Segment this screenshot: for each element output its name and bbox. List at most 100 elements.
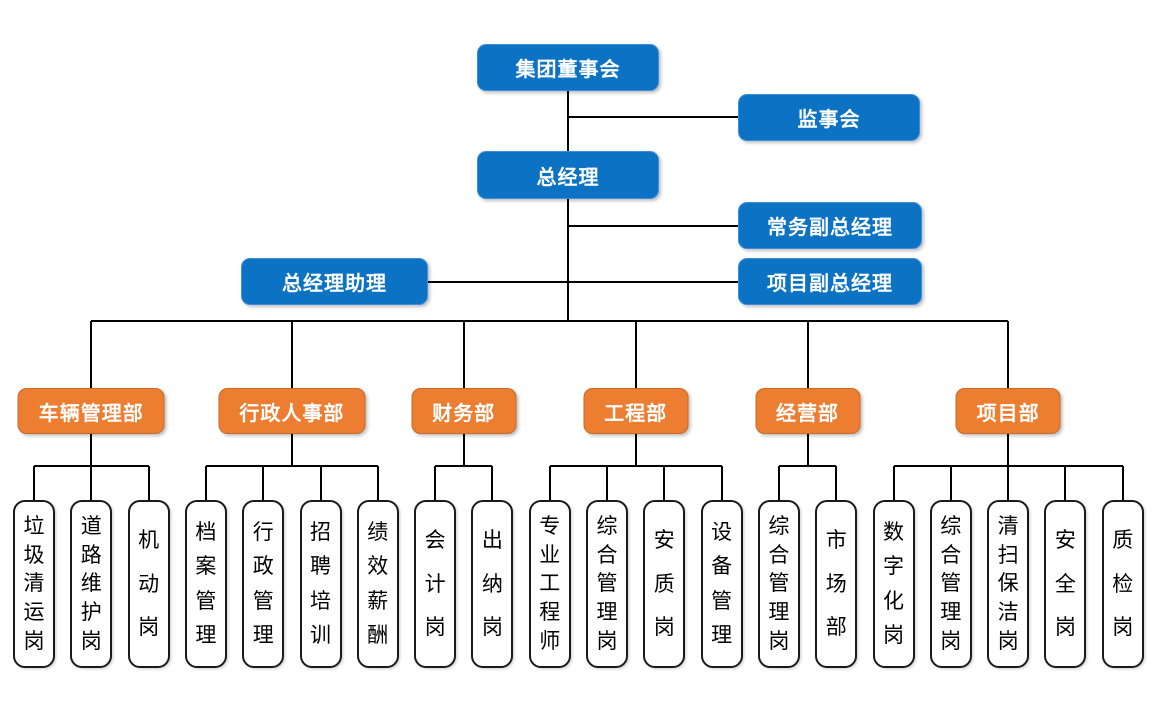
position-char: 案 <box>195 555 217 579</box>
connector <box>835 466 838 500</box>
position-char: 洁 <box>997 601 1019 625</box>
connector <box>435 465 493 467</box>
position-char: 聘 <box>310 555 331 579</box>
connector <box>949 466 952 500</box>
position-char: 程 <box>539 601 561 625</box>
position-char: 业 <box>539 543 561 567</box>
position-char: 出 <box>481 529 503 553</box>
position-char: 化 <box>883 589 904 613</box>
connector <box>806 434 809 466</box>
position-char: 专 <box>539 514 561 538</box>
dept-node-2: 行政人事部 <box>218 388 366 434</box>
position-char: 岗 <box>138 615 160 639</box>
position-node: 行政管理 <box>242 500 285 668</box>
position-char: 部 <box>825 615 847 639</box>
position-char: 路 <box>80 543 102 567</box>
dept-node-3: 财务部 <box>411 388 517 434</box>
position-char: 档 <box>195 520 217 544</box>
position-char: 招 <box>310 520 331 544</box>
position-char: 岗 <box>653 615 675 639</box>
connector <box>634 321 637 388</box>
connector <box>568 225 738 227</box>
position-char: 管 <box>940 572 962 596</box>
node-supervisory-board: 监事会 <box>738 94 920 141</box>
position-char: 绩 <box>367 520 389 544</box>
position-char: 清 <box>997 514 1019 538</box>
connector <box>1121 466 1124 500</box>
position-char: 岗 <box>940 630 962 654</box>
position-char: 合 <box>596 543 618 567</box>
connector <box>462 434 465 466</box>
position-char: 市 <box>825 529 847 553</box>
connector <box>1007 434 1010 466</box>
position-node: 市场部 <box>815 500 858 668</box>
position-char: 岗 <box>481 615 503 639</box>
connector <box>90 466 93 500</box>
dept-node-4: 工程部 <box>583 388 689 434</box>
position-char: 全 <box>1054 572 1076 596</box>
connector <box>634 434 637 466</box>
connector <box>806 321 809 388</box>
position-char: 岗 <box>424 615 446 639</box>
dept-node-6: 项目部 <box>955 388 1061 434</box>
position-char: 护 <box>80 601 102 625</box>
node-board: 集团董事会 <box>477 44 659 91</box>
node-gm-assistant: 总经理助理 <box>241 258 428 305</box>
position-char: 理 <box>252 624 274 648</box>
position-char: 综 <box>596 514 618 538</box>
position-char: 酬 <box>367 624 389 648</box>
node-executive-deputy-gm: 常务副总经理 <box>738 202 922 249</box>
position-char: 效 <box>367 555 389 579</box>
position-node: 绩效薪酬 <box>356 500 399 668</box>
connector <box>462 321 465 388</box>
position-char: 设 <box>711 520 733 544</box>
position-char: 综 <box>940 514 962 538</box>
position-node: 会计岗 <box>414 500 457 668</box>
position-char: 管 <box>195 589 217 613</box>
position-node: 安全岗 <box>1044 500 1087 668</box>
position-node: 招聘培训 <box>299 500 342 668</box>
position-char: 动 <box>138 572 160 596</box>
position-char: 岗 <box>1054 615 1076 639</box>
position-char: 合 <box>768 543 790 567</box>
position-char: 圾 <box>23 543 45 567</box>
position-char: 质 <box>1112 529 1134 553</box>
node-project-deputy-gm: 项目副总经理 <box>738 258 922 305</box>
position-char: 岗 <box>883 624 904 648</box>
node-general-manager: 总经理 <box>477 151 659 199</box>
connector <box>549 465 722 467</box>
dept-node-1: 车辆管理部 <box>17 388 165 434</box>
position-char: 师 <box>539 630 561 654</box>
position-char: 备 <box>711 555 733 579</box>
position-node: 专业工程师 <box>528 500 571 668</box>
connector <box>1007 321 1010 388</box>
connector <box>548 466 551 500</box>
connector <box>428 281 738 283</box>
position-char: 合 <box>940 543 962 567</box>
position-node: 机动岗 <box>127 500 170 668</box>
connector <box>1007 466 1010 500</box>
position-node: 垃圾清运岗 <box>13 500 55 668</box>
position-char: 清 <box>23 572 45 596</box>
position-char: 维 <box>80 572 102 596</box>
connector <box>606 466 608 500</box>
connector <box>205 465 378 467</box>
position-char: 保 <box>997 572 1019 596</box>
connector <box>777 466 780 500</box>
position-char: 行 <box>252 520 274 544</box>
position-char: 理 <box>768 601 790 625</box>
position-char: 管 <box>596 572 618 596</box>
connector <box>33 466 35 500</box>
position-node: 安质岗 <box>643 500 686 668</box>
position-char: 管 <box>252 589 274 613</box>
connector <box>91 320 1009 322</box>
position-char: 综 <box>768 514 790 538</box>
connector <box>262 466 265 500</box>
position-node: 综合管理岗 <box>929 500 972 668</box>
connector <box>147 466 150 500</box>
connector <box>892 466 895 500</box>
position-char: 管 <box>711 589 733 613</box>
position-char: 会 <box>424 529 446 553</box>
position-node: 数字化岗 <box>872 500 915 668</box>
